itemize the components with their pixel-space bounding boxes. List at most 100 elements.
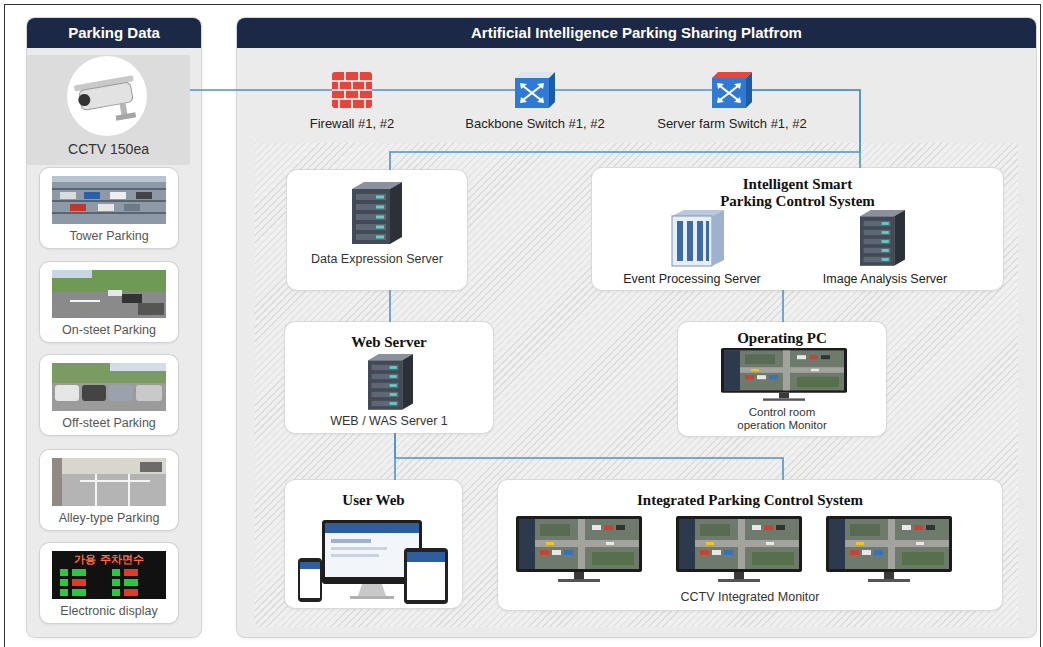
display-photo	[124, 569, 138, 576]
monitor	[721, 348, 847, 401]
tower-parking-photo	[98, 204, 114, 211]
on-street-photo	[52, 270, 166, 292]
side-panel: Parking DataCCTV 150eaTower ParkingOn-st…	[27, 18, 201, 637]
devices-icon	[407, 552, 445, 600]
tower-parking-photo	[52, 176, 166, 224]
platform-panel: Artificial Intelligence Parking Sharing …	[237, 18, 1036, 637]
event-server-icon	[672, 216, 712, 266]
switch-icon	[734, 97, 741, 103]
card-caption: Tower Parking	[40, 229, 178, 244]
cctv-camera	[67, 56, 147, 136]
devices-icon	[298, 558, 322, 602]
display-photo	[112, 579, 120, 586]
card-caption: Electronic display	[40, 604, 178, 619]
text-slot: Integrated Parking Control System	[498, 492, 1002, 509]
connector	[782, 290, 784, 322]
switch-icon	[717, 83, 724, 89]
event-server-icon	[672, 210, 724, 216]
text-slot: Image Analysis Server	[805, 272, 965, 287]
alley-photo	[52, 458, 166, 506]
event-server-icon	[712, 210, 724, 266]
display-photo	[72, 579, 86, 586]
text-slot: CCTV 150ea	[27, 141, 190, 157]
on-street-photo	[108, 290, 122, 296]
display-photo	[60, 579, 68, 586]
card-caption: Off-steet Parking	[40, 416, 178, 431]
off-street-photo	[52, 363, 166, 383]
server-caption: Event Processing Server	[607, 272, 777, 287]
network-device: Server farm Switch #1, #2	[712, 72, 752, 108]
connector	[190, 89, 332, 91]
alley-photo	[128, 474, 130, 506]
switch-icon	[515, 72, 555, 78]
cctv-camera	[77, 93, 91, 107]
parking-card: Alley-type Parking	[40, 450, 178, 530]
card-caption: On-steet Parking	[40, 323, 178, 338]
display-photo	[124, 589, 138, 596]
connector	[394, 433, 396, 480]
devices-icon	[358, 584, 386, 596]
tower-parking-photo	[124, 204, 140, 211]
server-box: Web ServerWEB / WAS Server 1	[285, 322, 493, 433]
alley-photo	[52, 458, 166, 506]
device-label: Server farm Switch #1, #2	[657, 116, 807, 131]
switch-icon	[515, 78, 549, 108]
display-photo	[112, 589, 120, 596]
camera-box: CCTV 150ea	[27, 55, 190, 165]
firewall-icon	[332, 72, 372, 108]
alley-photo	[80, 480, 150, 482]
off-street-photo	[109, 385, 133, 401]
display-text: 가용 주차면수	[57, 552, 161, 566]
off-street-photo	[136, 385, 162, 401]
tower-parking-photo	[52, 212, 166, 214]
switch-icon	[734, 83, 741, 89]
display-photo	[124, 579, 138, 586]
display-photo	[52, 551, 166, 599]
switch-icon	[712, 78, 746, 108]
cctv-camera	[116, 112, 137, 120]
devices-icon	[331, 554, 379, 557]
cctv-camera	[120, 103, 128, 116]
cctv-camera	[74, 75, 140, 127]
text-slot: 가용 주차면수	[57, 552, 161, 566]
devices-icon	[298, 520, 448, 604]
tower-parking-photo	[52, 200, 166, 202]
server-rack	[860, 210, 905, 266]
text-slot: Artificial Intelligence Parking Sharing …	[237, 18, 1036, 48]
text-slot: WEB / WAS Server 1	[285, 414, 493, 429]
on-street-photo	[52, 270, 166, 318]
alley-photo	[52, 458, 166, 474]
text-slot: Server farm Switch #1, #2	[657, 116, 807, 131]
on-street-photo	[52, 270, 92, 278]
switch-icon	[537, 83, 544, 89]
text-slot: Operating PC	[678, 330, 886, 347]
text-slot: Backbone Switch #1, #2	[465, 116, 604, 131]
on-street-photo	[138, 303, 164, 315]
switch-icon	[515, 72, 555, 108]
switch-icon	[523, 86, 541, 100]
off-street-photo	[82, 385, 106, 401]
devices-icon	[350, 596, 394, 599]
panel-header: Parking Data	[27, 18, 201, 48]
event-server-icon	[677, 221, 683, 261]
alley-photo	[52, 458, 62, 506]
tower-parking-photo	[136, 192, 152, 199]
parking-card: Tower Parking	[40, 168, 178, 248]
display-photo	[52, 551, 166, 599]
connector	[389, 290, 391, 322]
server-caption: Data Expression Server	[287, 252, 467, 267]
frame	[5, 5, 1041, 647]
alley-photo	[95, 474, 97, 506]
device-label: Firewall #1, #2	[310, 116, 395, 131]
display-photo	[72, 569, 86, 576]
connector	[752, 90, 860, 168]
display-photo	[112, 569, 120, 576]
server-caption: Image Analysis Server	[805, 272, 965, 287]
camera-caption: CCTV 150ea	[27, 141, 190, 157]
alley-photo	[140, 462, 162, 472]
text-slot: Electronic display	[40, 604, 178, 619]
box-title: Intelligent Smart Parking Control System	[718, 176, 878, 210]
text-slot: Event Processing Server	[607, 272, 777, 287]
